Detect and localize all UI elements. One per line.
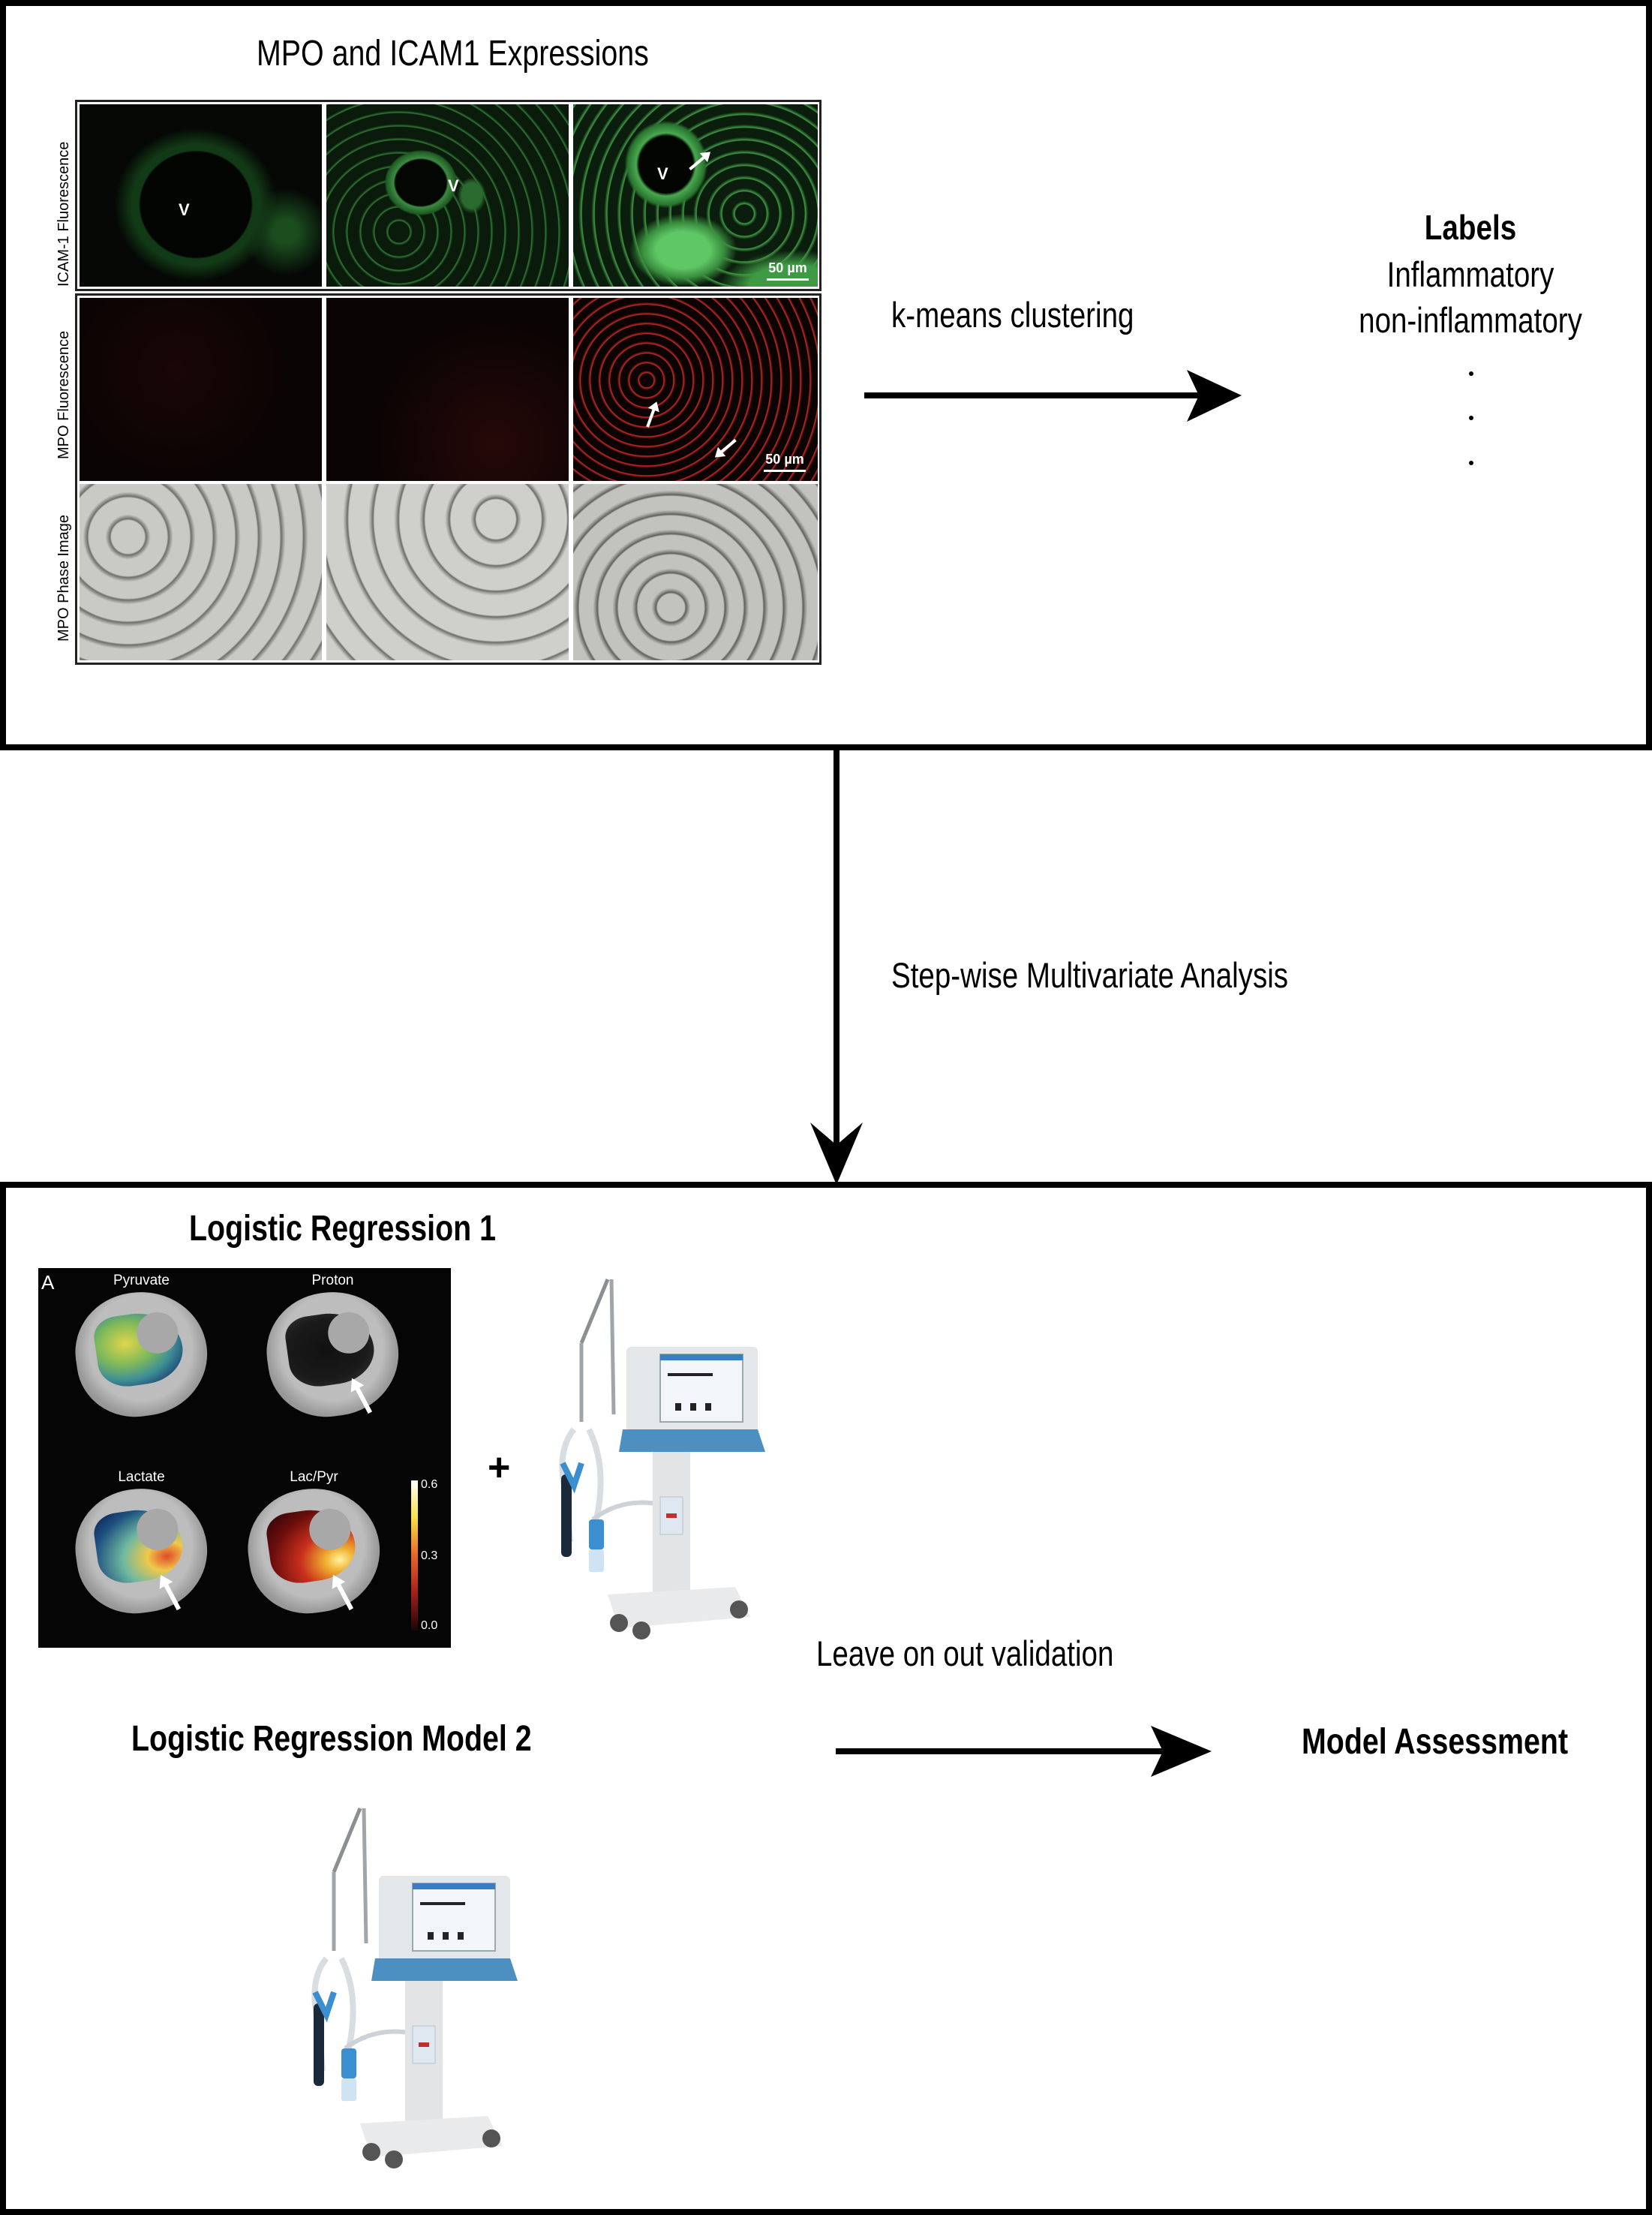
model-assessment-label: Model Assessment — [1302, 1722, 1569, 1762]
mpo-row: 50 µm — [75, 293, 821, 481]
labels-heading: Labels — [1424, 208, 1517, 247]
mri-body — [68, 1480, 215, 1621]
mri-figure: A Pyruvate Proton Lactate Lac/Pyr 0.6 — [38, 1268, 451, 1648]
ventilator-image — [311, 1808, 518, 2168]
kmeans-arrow-shaft — [864, 392, 1209, 398]
ventilator-icon — [311, 1808, 518, 2168]
scale-bar-line — [764, 470, 806, 472]
scale-bar: 50 µm — [764, 452, 806, 472]
plus-sign: + — [488, 1446, 511, 1489]
arrow-icon — [689, 152, 710, 171]
mri-panel-lac-pyr: Lac/Pyr — [222, 1465, 406, 1630]
icam1-row: V V V 50 µm — [75, 100, 821, 291]
label-non-inflammatory: non-inflammatory — [1359, 300, 1582, 340]
colorbar-tick: 0.0 — [421, 1619, 438, 1632]
phase-row — [75, 481, 821, 665]
scale-bar-label: 50 µm — [768, 260, 807, 275]
colorbar-tick: 0.3 — [421, 1549, 438, 1562]
row-label-mpo-phase: MPO Phase Image — [56, 515, 72, 642]
icam1-panel-2: V — [326, 104, 569, 287]
phase-panel-2 — [326, 484, 569, 660]
stepwise-arrow-head — [810, 1123, 863, 1185]
ventilator-image — [559, 1279, 765, 1639]
fluorescence-figure: V V V 50 µm 50 µm — [75, 100, 821, 665]
mri-body — [259, 1283, 407, 1425]
row-label-mpo-fluorescence: MPO Fluorescence — [56, 330, 72, 459]
scale-bar: 50 µm — [767, 260, 809, 281]
colorbar-tick: 0.6 — [421, 1478, 438, 1491]
mpo-panel-2 — [326, 298, 569, 481]
mpo-panel-1 — [80, 298, 322, 481]
vessel-label: V — [448, 176, 459, 195]
scale-bar-label: 50 µm — [765, 452, 804, 467]
model1-title: Logistic Regression 1 — [189, 1209, 497, 1249]
mri-panel-title: Proton — [311, 1273, 354, 1288]
validation-label: Leave on out validation — [816, 1633, 1114, 1673]
phase-panel-1 — [80, 484, 322, 660]
ventilator-icon — [559, 1279, 765, 1639]
mri-panel-title: Lac/Pyr — [290, 1469, 338, 1485]
mri-body — [68, 1283, 215, 1425]
icam1-panel-3: V 50 µm — [573, 104, 818, 287]
arrow-icon — [716, 438, 737, 457]
stepwise-arrow — [810, 747, 863, 1185]
kmeans-arrow — [864, 370, 1242, 422]
label-inflammatory: Inflammatory — [1386, 254, 1554, 294]
kmeans-label: k-means clustering — [891, 295, 1134, 335]
ellipsis-dot — [1469, 371, 1473, 376]
colorbar — [411, 1480, 418, 1630]
ellipsis-dot — [1469, 461, 1473, 465]
stepwise-label: Step-wise Multivariate Analysis — [891, 955, 1289, 995]
mri-panel-pyruvate: Pyruvate — [50, 1268, 233, 1433]
labels-block: Labels Inflammatory non-inflammatory — [1320, 210, 1620, 338]
vessel-label: V — [657, 164, 668, 183]
validation-arrow-head — [1151, 1726, 1212, 1777]
top-section-title: MPO and ICAM1 Expressions — [257, 34, 649, 74]
vessel-label: V — [179, 200, 190, 219]
stepwise-arrow-shaft — [834, 747, 840, 1153]
mri-panel-proton: Proton — [241, 1268, 425, 1433]
row-label-icam1: ICAM-1 Fluorescence — [56, 141, 72, 287]
validation-arrow — [836, 1726, 1212, 1777]
kmeans-arrow-head — [1187, 370, 1242, 422]
icam1-panel-1: V — [80, 104, 322, 287]
mri-panel-letter: A — [41, 1271, 55, 1294]
mri-panel-title: Pyruvate — [113, 1273, 170, 1288]
mri-body — [240, 1480, 388, 1621]
phase-panel-3 — [573, 484, 818, 660]
ellipsis-dot — [1469, 416, 1473, 420]
validation-arrow-shaft — [836, 1748, 1181, 1754]
mri-panel-title: Lactate — [118, 1469, 165, 1485]
scale-bar-line — [767, 278, 809, 281]
model2-title: Logistic Regression Model 2 — [131, 1719, 532, 1759]
mpo-panel-3: 50 µm — [573, 298, 818, 481]
mri-panel-lactate: Lactate — [50, 1465, 233, 1630]
arrow-icon — [646, 404, 657, 428]
